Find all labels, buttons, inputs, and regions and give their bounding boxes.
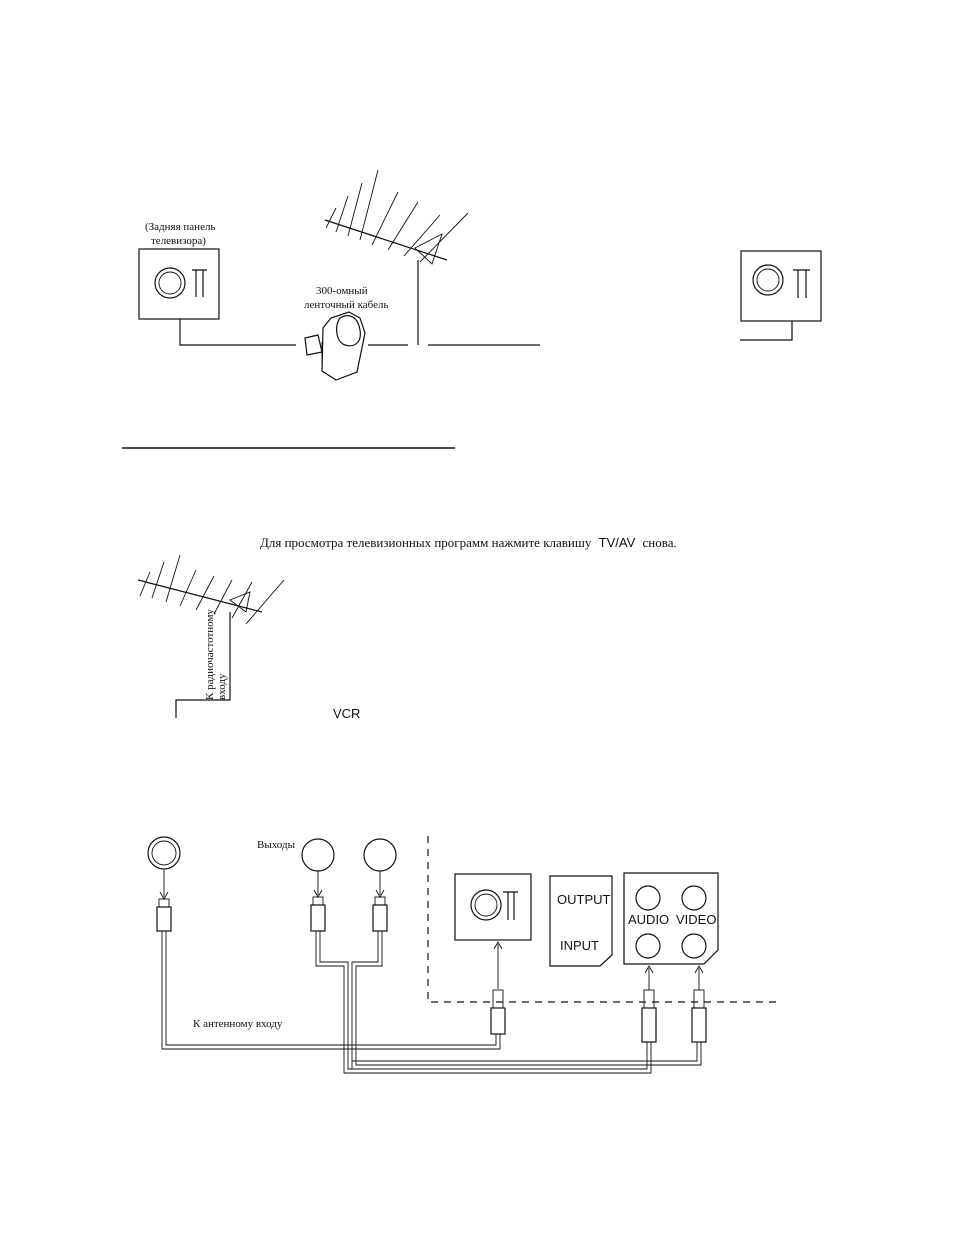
rca-plug-icon (311, 897, 325, 931)
video-output-jack-icon (682, 886, 706, 910)
antenna-jack-icon (753, 265, 783, 295)
antenna-jack-icon (471, 890, 501, 920)
audio-output-jack-icon (636, 886, 660, 910)
audio-output-jack-icon (302, 839, 334, 871)
cable-label-line2: ленточный кабель (304, 299, 388, 311)
input-label: INPUT (560, 938, 599, 953)
video-input-jack-icon (682, 934, 706, 958)
audio-input-jack-icon (636, 934, 660, 958)
rca-plug-icon (157, 899, 171, 931)
twin-lead-terminal-icon (192, 270, 207, 297)
rf-label-line1: К радиочастотному (204, 609, 216, 700)
rf-label-line2: входу (216, 673, 228, 700)
vcr-label: VCR (333, 706, 360, 721)
antenna-output-jack-icon (148, 837, 180, 869)
matching-transformer-icon (305, 312, 365, 380)
rca-plug-icon (491, 990, 505, 1034)
tv-rear-label-line1: (Задняя панель (145, 221, 215, 233)
tv-rear-panel-right (740, 251, 821, 340)
twin-lead-terminal-icon (793, 270, 810, 298)
cable-label-line1: 300-омный (316, 285, 368, 297)
audio-label: AUDIO (628, 912, 669, 927)
video-output-jack-icon (364, 839, 396, 871)
antenna-jack-icon (155, 268, 185, 298)
antenna-input-label: К антенному входу (193, 1018, 283, 1030)
figure-3-av-connection: Выходы К антенному входу (148, 836, 780, 1073)
rca-plug-icon (373, 897, 387, 931)
tv-av-instruction: Для просмотра телевизионных программ наж… (260, 535, 677, 550)
video-label: VIDEO (676, 912, 716, 927)
twin-lead-terminal-icon (503, 892, 518, 920)
tv-rear-label-line2: телевизора) (151, 235, 206, 247)
figure-1-antenna-connection: (Задняя панель телевизора) 300-омный лен… (139, 170, 821, 380)
tv-antenna-input-panel (455, 874, 531, 940)
video-cable (352, 931, 701, 1069)
tv-rear-panel-left (139, 249, 219, 319)
antenna-icon (325, 170, 468, 345)
figure-2-vcr-connection: Для просмотра телевизионных программ наж… (138, 535, 677, 721)
outputs-label: Выходы (257, 839, 296, 851)
rca-plug-icon (642, 990, 656, 1042)
antenna-cable (162, 931, 500, 1049)
output-label: OUTPUT (557, 892, 611, 907)
rca-plug-icon (692, 990, 706, 1042)
